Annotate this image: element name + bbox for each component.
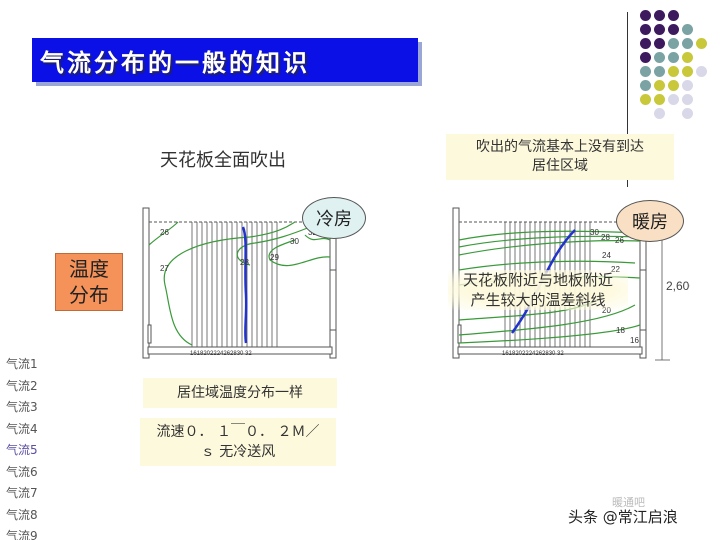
decor-dot xyxy=(682,24,693,35)
faint-watermark: 暖通吧 xyxy=(612,496,645,509)
side-nav: 气流1 气流2 气流3 气流4 气流5 气流6 气流7 气流8 气流9 xyxy=(6,354,38,540)
right-diagram-note: 吹出的气流基本上没有到达 居住区域 xyxy=(446,134,674,180)
isotherm-label: 16 xyxy=(630,336,639,345)
slide-title: 气流分布的一般的知识 xyxy=(40,48,310,77)
decor-dot xyxy=(668,80,679,91)
decor-dot xyxy=(696,38,707,49)
source-watermark: 头条 @常江启浪 xyxy=(568,508,678,526)
isotherm-label: 26 xyxy=(615,236,624,245)
decor-dot xyxy=(654,80,665,91)
cooling-badge: 冷房 xyxy=(302,197,366,239)
slide-title-bar: 气流分布的一般的知识 xyxy=(32,38,418,82)
decor-dot xyxy=(640,52,651,63)
decor-dot xyxy=(668,94,679,105)
temp-label-line-2: 分布 xyxy=(69,283,109,307)
decor-dot xyxy=(668,10,679,21)
decor-vertical-line xyxy=(627,12,628,187)
isotherm-label: 30 xyxy=(590,228,599,237)
decor-dot xyxy=(682,80,693,91)
decor-dot xyxy=(640,66,651,77)
dimension-label: 2,600 xyxy=(666,279,690,293)
decor-dot xyxy=(654,108,665,119)
isotherm-label: 28 xyxy=(240,258,249,267)
decor-dot xyxy=(640,24,651,35)
side-nav-item-7[interactable]: 气流7 xyxy=(6,486,38,500)
temperature-distribution-label: 温度 分布 xyxy=(55,253,123,311)
decor-dot xyxy=(682,66,693,77)
decor-dot xyxy=(668,24,679,35)
side-nav-item-6[interactable]: 气流6 xyxy=(6,464,38,479)
airflow-speed-note: 流速０． １￣０． ２Ｍ／ ｓ 无冷送风 xyxy=(140,418,336,466)
isotherm-label: 24 xyxy=(602,251,611,260)
decor-dot xyxy=(654,38,665,49)
isotherm-label: 29 xyxy=(270,253,279,262)
side-nav-item-5[interactable]: 气流5 xyxy=(6,443,38,457)
decor-dot xyxy=(654,66,665,77)
right-note-line-2: 居住区域 xyxy=(532,158,588,174)
cooling-diagram: 26 27 28 29 30 32 1618202224262830 32 xyxy=(142,207,337,359)
heating-badge: 暖房 xyxy=(616,200,684,242)
side-nav-item-8[interactable]: 气流8 xyxy=(6,507,38,522)
decor-dot xyxy=(682,52,693,63)
decor-dot xyxy=(640,94,651,105)
decor-dot xyxy=(668,38,679,49)
isotherm-label: 27 xyxy=(160,264,169,273)
decor-dot xyxy=(654,52,665,63)
decor-dot xyxy=(640,80,651,91)
decor-dot xyxy=(668,52,679,63)
temp-label-line-1: 温度 xyxy=(69,257,109,281)
isotherm-label: 18 xyxy=(616,326,625,335)
decor-dot xyxy=(640,10,651,21)
decor-dot xyxy=(654,10,665,21)
floor-scale: 1618202224262830 32 xyxy=(190,351,252,357)
side-nav-item-4[interactable]: 气流4 xyxy=(6,421,38,436)
decor-dot xyxy=(682,108,693,119)
decor-dot xyxy=(668,66,679,77)
side-nav-item-3[interactable]: 气流3 xyxy=(6,400,38,414)
side-nav-item-9[interactable]: 气流9 xyxy=(6,529,38,540)
speed-note-line-1: 流速０． １￣０． ２Ｍ／ xyxy=(156,424,320,440)
uniform-temperature-note: 居住域温度分布一样 xyxy=(143,378,337,408)
isotherm-label: 20 xyxy=(602,306,611,315)
decor-dot xyxy=(654,24,665,35)
decor-dot xyxy=(696,66,707,77)
isotherm-label: 30 xyxy=(290,237,299,246)
gradient-note-line-2: 产生较大的温差斜线 xyxy=(470,291,606,309)
gradient-note-line-1: 天花板附近与地板附近 xyxy=(462,271,613,289)
decor-dot xyxy=(640,38,651,49)
decor-dot xyxy=(682,94,693,105)
right-note-line-1: 吹出的气流基本上没有到达 xyxy=(476,139,644,155)
decor-dot xyxy=(682,38,693,49)
side-nav-item-2[interactable]: 气流2 xyxy=(6,378,38,393)
decor-dot xyxy=(654,94,665,105)
isotherm-label: 26 xyxy=(160,228,169,237)
left-diagram-heading: 天花板全面吹出 xyxy=(160,150,286,171)
isotherm-label: 22 xyxy=(611,265,620,274)
gradient-note: 天花板附近与地板附近 产生较大的温差斜线 xyxy=(448,270,628,310)
floor-scale: 1618202224262830 32 xyxy=(502,351,564,357)
speed-note-line-2: ｓ 无冷送风 xyxy=(200,444,276,460)
side-nav-item-1[interactable]: 气流1 xyxy=(6,357,38,371)
isotherm-label: 28 xyxy=(601,233,610,242)
